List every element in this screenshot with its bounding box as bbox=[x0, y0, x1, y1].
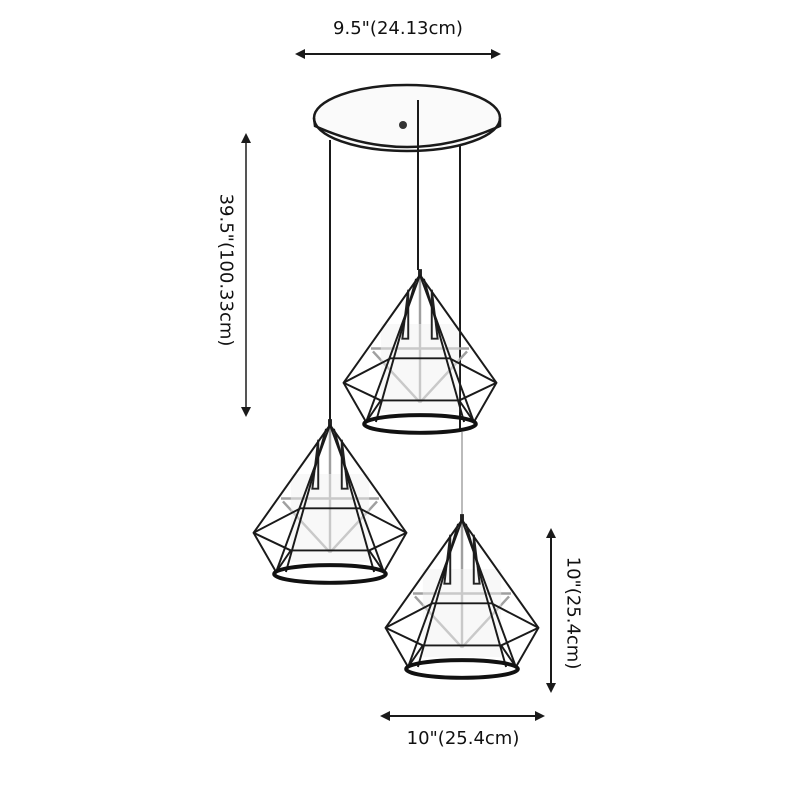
pendant-shade-upper bbox=[341, 267, 499, 435]
ceiling-canopy bbox=[312, 83, 502, 153]
pendant-shade-left bbox=[251, 417, 409, 585]
shade-height-label: 10"(25.4cm) bbox=[562, 556, 584, 670]
suspension-cords bbox=[329, 100, 463, 515]
canopy-width-label: 9.5"(24.13cm) bbox=[333, 18, 463, 39]
shade-width-label: 10"(25.4cm) bbox=[406, 728, 520, 749]
pendant-shade-right bbox=[383, 512, 541, 680]
overall-height-label: 39.5"(100.33cm) bbox=[215, 193, 237, 347]
